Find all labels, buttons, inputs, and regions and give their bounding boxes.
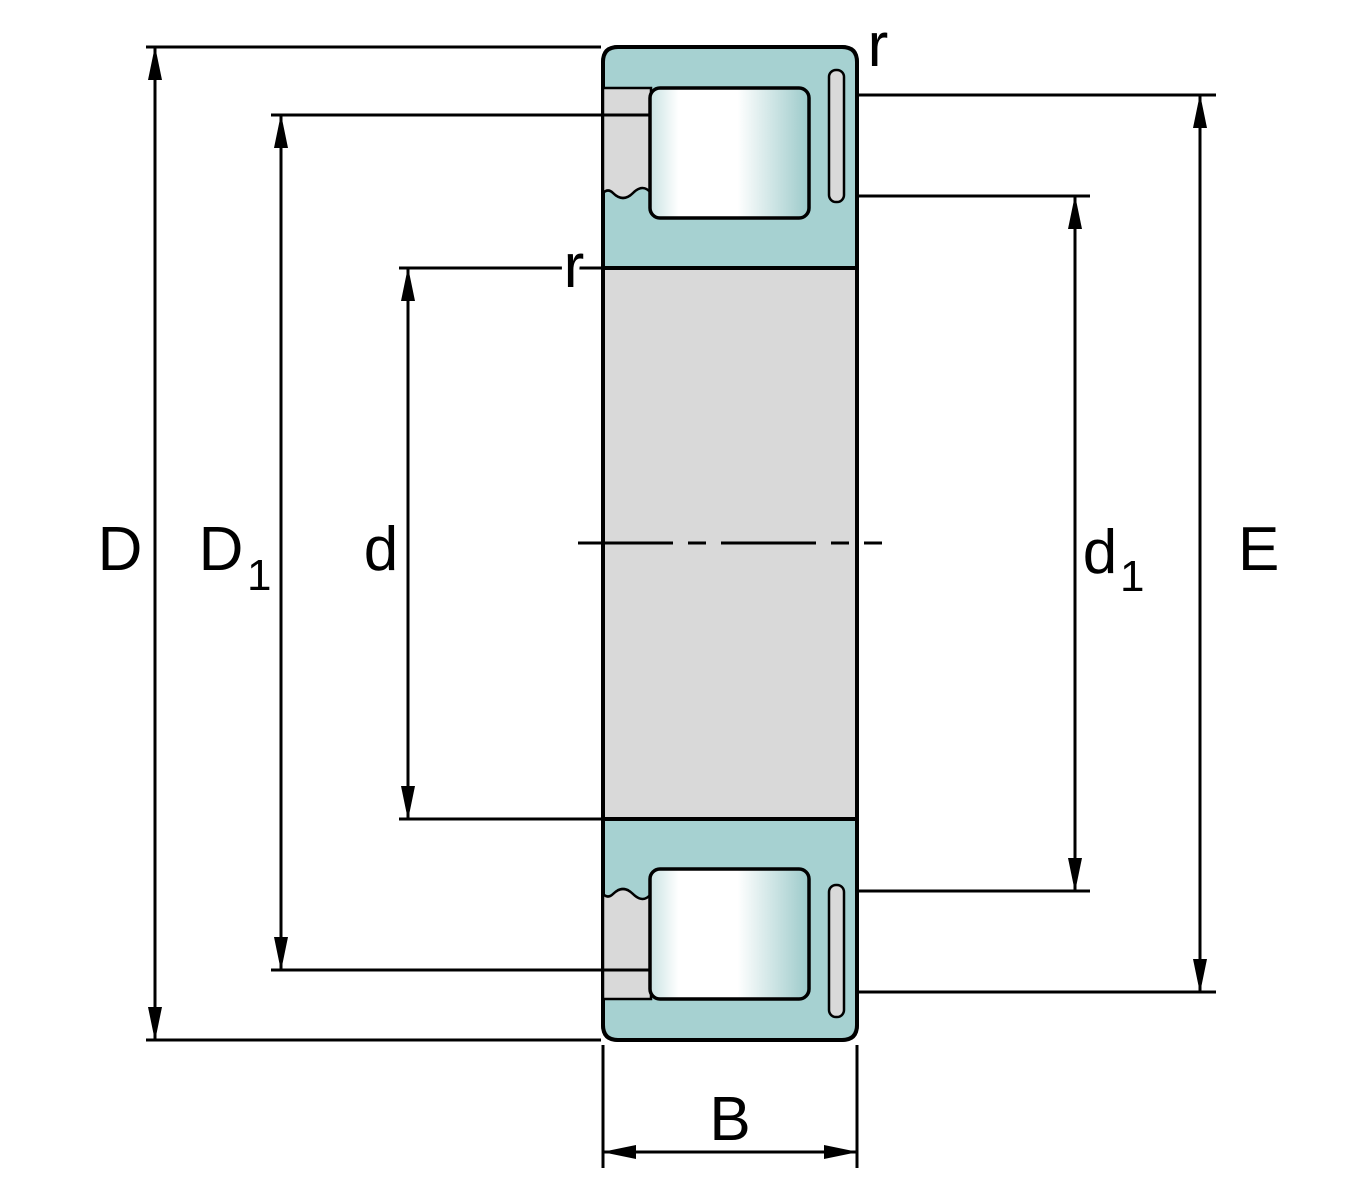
label-D1-subscript: 1 xyxy=(247,551,271,600)
ring-rib-break-bottom xyxy=(601,887,653,1001)
roller-bottom xyxy=(648,867,811,1001)
label-r-inner: r xyxy=(564,232,585,301)
label-D1: D xyxy=(199,515,244,584)
snap-ring-top xyxy=(827,68,846,204)
dimension-B: B xyxy=(601,1045,859,1168)
label-B: B xyxy=(709,1085,750,1154)
ring-rib-break-top xyxy=(601,86,653,200)
roller-top xyxy=(648,86,811,220)
label-r-outer: r xyxy=(868,11,889,80)
label-E: E xyxy=(1238,515,1279,584)
dimension-D1: D 1 xyxy=(199,113,649,972)
label-D: D xyxy=(98,515,143,584)
label-d1-subscript: 1 xyxy=(1120,552,1144,601)
dimension-E: E r xyxy=(858,5,1279,994)
label-d: d xyxy=(364,515,398,584)
dimension-d: d r xyxy=(364,226,601,821)
snap-ring-bottom xyxy=(827,883,846,1019)
dimension-d1: d 1 xyxy=(858,194,1144,893)
dimension-D: D xyxy=(98,45,601,1042)
label-d1: d xyxy=(1083,518,1117,587)
